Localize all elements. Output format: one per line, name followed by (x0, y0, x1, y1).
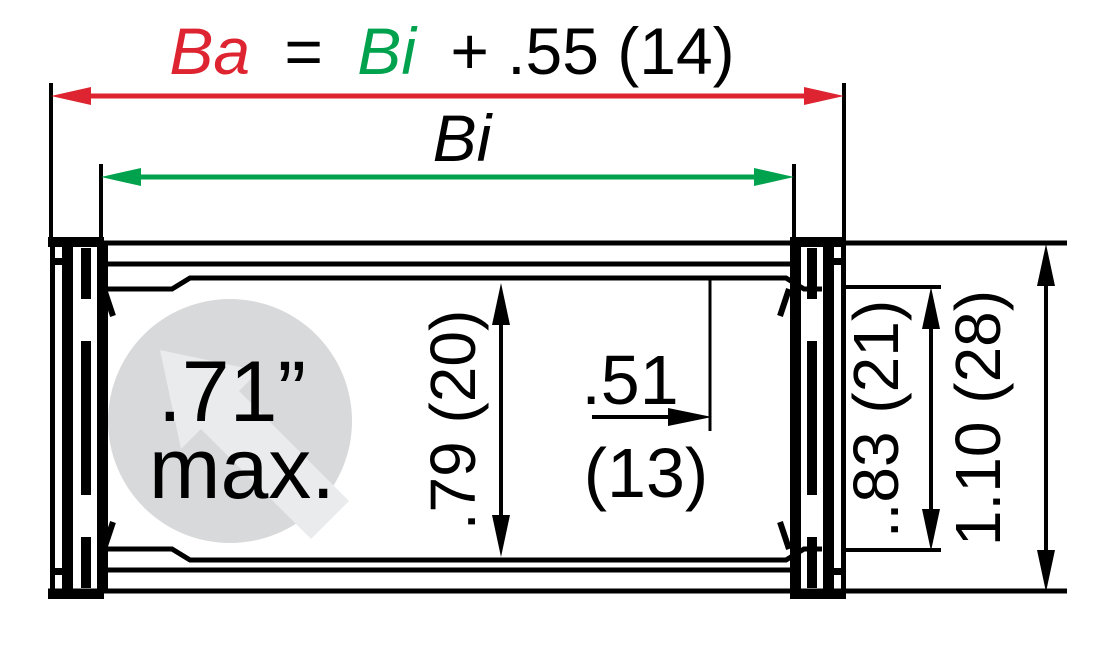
right-sidelink-inner-wall (790, 241, 801, 593)
ba-formula-bi: Bi (357, 14, 418, 88)
cable-diameter-value: .71” (158, 344, 306, 440)
left-sidelink-outer-plate (50, 241, 55, 593)
watermark-arrow-icon (160, 350, 349, 539)
left-sidelink-outer-bar (62, 241, 73, 593)
right-sidelink-top-cap (790, 237, 846, 247)
sidelink-height-dimension: ..83 (21) (840, 285, 941, 552)
bi-arrowhead-right (754, 168, 794, 186)
opening-height-arrowhead-bottom (492, 515, 510, 557)
bi-label: Bi (433, 101, 494, 175)
outer-height-arrowhead-top (1037, 244, 1055, 286)
chain-cross-section (48, 237, 1067, 599)
right-top-chamfer (777, 288, 792, 317)
bi-arrowhead-left (101, 168, 141, 186)
crossbar-offset-arrowhead (668, 408, 712, 426)
opening-height-label: .79 (20) (417, 310, 489, 531)
inner-width-dimension-bi: Bi (99, 101, 796, 239)
crossbar-offset-metric: (13) (584, 434, 708, 512)
top-opening-contour (104, 275, 822, 292)
max-cable-watermark (108, 299, 352, 543)
right-bottom-chamfer (777, 521, 792, 550)
ba-formula-tail: + .55 (14) (450, 14, 734, 88)
outer-height-label: 1.10 (28) (942, 290, 1014, 546)
right-sidelink-upper-notch (805, 299, 819, 341)
crossbar-offset-dimension: .51 (13) (581, 279, 712, 512)
left-sidelink-top-cap (48, 237, 104, 247)
cable-diameter-note: .71” max. (149, 344, 335, 517)
left-sidelink-lower-notch (79, 495, 93, 537)
ba-arrowhead-right (804, 87, 844, 105)
sidelink-height-arrowhead-bottom (922, 509, 940, 551)
ba-formula: Ba = Bi + .55 (14) (169, 14, 734, 88)
right-sidelink (777, 237, 846, 599)
right-sidelink-lower-notch (805, 495, 819, 537)
left-sidelink-mid-bar (81, 248, 91, 588)
right-sidelink-bottom-cap (790, 589, 846, 599)
right-sidelink-outer-bar (823, 241, 834, 593)
right-sidelink-top-tab (823, 258, 846, 265)
outer-height-dimension: 1.10 (28) (942, 244, 1055, 592)
left-top-chamfer (101, 288, 116, 317)
opening-height-arrowhead-top (492, 283, 510, 325)
ba-arrowhead-left (51, 87, 91, 105)
right-sidelink-outer-plate (841, 241, 846, 593)
crossbar-offset-value: .51 (581, 341, 678, 419)
sidelink-height-label: ..83 (21) (840, 300, 912, 538)
sidelink-height-arrowhead-top (922, 287, 940, 329)
left-sidelink-bottom-cap (48, 589, 104, 599)
right-sidelink-bottom-tab (823, 568, 846, 575)
ba-formula-equals: = (284, 14, 323, 88)
ba-formula-ba: Ba (169, 14, 250, 88)
left-bottom-chamfer (101, 521, 116, 550)
left-sidelink-top-tab (50, 258, 73, 265)
left-sidelink (48, 237, 116, 599)
left-sidelink-upper-notch (79, 299, 93, 341)
outer-width-dimension-ba: Ba = Bi + .55 (14) (49, 14, 846, 239)
right-sidelink-mid-bar (807, 248, 817, 588)
left-sidelink-inner-wall (97, 241, 108, 593)
cable-diameter-qualifier: max. (149, 421, 335, 517)
outer-height-arrowhead-bottom (1037, 550, 1055, 592)
opening-height-dimension: .79 (20) (417, 283, 510, 557)
bottom-opening-contour (104, 546, 822, 563)
left-sidelink-bottom-tab (50, 568, 73, 575)
